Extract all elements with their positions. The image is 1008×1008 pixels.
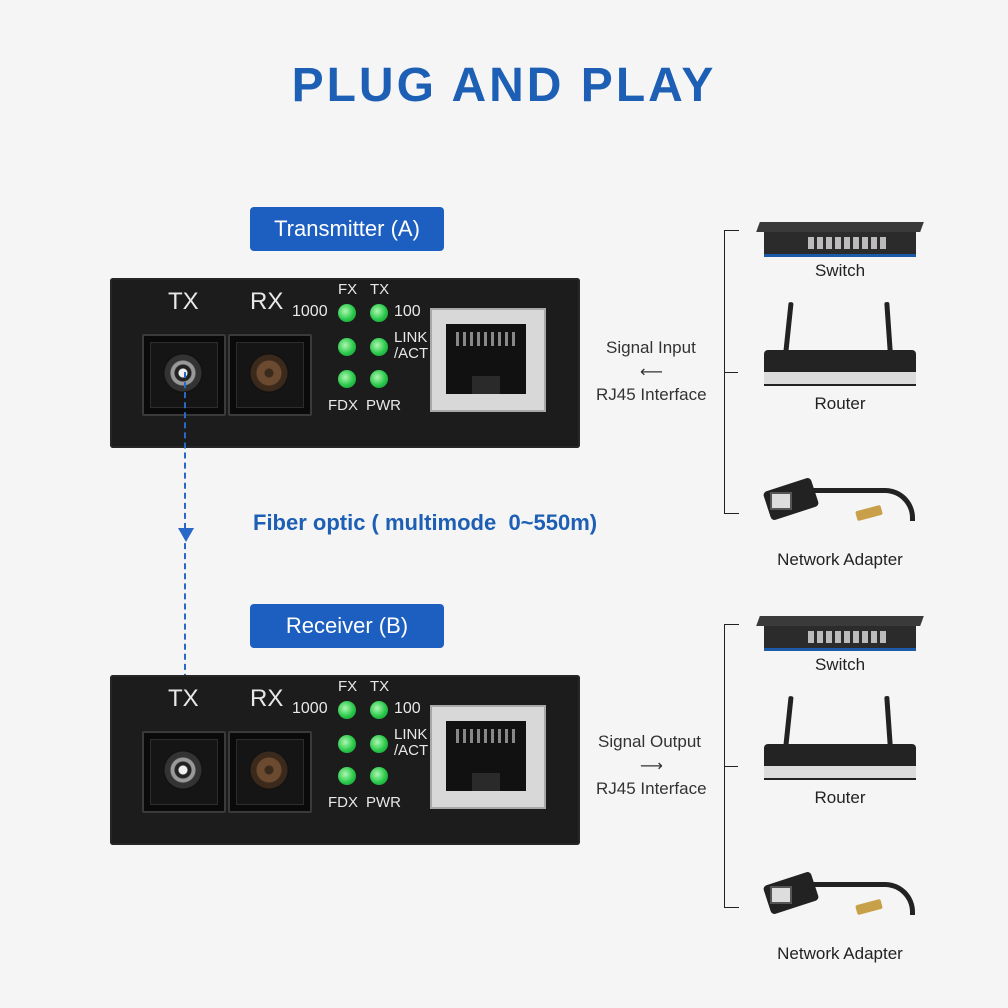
network-adapter-icon [762,864,916,928]
tx-port-label: TX [168,288,199,315]
led-label-1000: 1000 [292,700,328,717]
led-pwr [370,767,388,785]
sc-tx-port-icon [142,731,226,813]
led-label-fx: FX [338,281,358,298]
router-icon [764,695,916,780]
led-label-tx: TX [370,281,390,298]
led-label-link: LINK [394,329,428,346]
device-label-network-adapter: Network Adapter [777,944,903,963]
led-fdx [338,767,356,785]
led-100 [370,304,388,322]
rx-port-label: RX [250,685,284,712]
led-link-fx [338,338,356,356]
led-link-fx [338,735,356,753]
transmitter-device: TX RX FX TX 1000 100 LINK /ACT FDX PWR [110,278,580,448]
led-label-pwr: PWR [366,794,401,811]
led-label-100: 100 [394,700,421,717]
led-fdx [338,370,356,388]
switch-icon [756,222,924,257]
sc-rx-port-icon [228,731,312,813]
receiver-badge: Receiver (B) [250,604,444,648]
tx-port-label: TX [168,685,199,712]
signal-output-label: Signal Output [598,732,702,751]
led-label-fdx: FDX [328,794,358,811]
led-label-act: /ACT [394,742,429,759]
receiver-device: TX RX FX TX 1000 100 LINK /ACT FDX PWR [110,675,580,845]
rj45-port-icon [430,705,546,809]
device-label-network-adapter: Network Adapter [777,550,903,569]
bracket-bottom-mid [724,766,738,767]
led-label-tx: TX [370,678,390,695]
led-pwr [370,370,388,388]
led-label-fx: FX [338,678,358,695]
device-label-router: Router [814,394,866,413]
signal-input-arrow-icon: ⟵ [640,364,663,381]
led-1000 [338,701,356,719]
led-link-act [370,338,388,356]
signal-output-arrow-icon: ⟶ [640,758,663,775]
led-link-act [370,735,388,753]
signal-input-label: Signal Input [606,338,696,357]
switch-icon [756,616,924,651]
fiber-arrow-down-icon [178,528,194,542]
rj45-port-icon [430,308,546,412]
page-title: PLUG AND PLAY [291,59,717,112]
router-icon [764,301,916,386]
led-label-100: 100 [394,303,421,320]
transmitter-badge: Transmitter (A) [250,207,444,251]
led-label-pwr: PWR [366,397,401,414]
device-label-router: Router [814,788,866,807]
sc-rx-port-icon [228,334,312,416]
rj45-interface-label: RJ45 Interface [596,385,707,404]
led-label-fdx: FDX [328,397,358,414]
led-label-act: /ACT [394,345,429,362]
led-100 [370,701,388,719]
device-label-switch: Switch [814,655,866,674]
rj45-interface-label: RJ45 Interface [596,779,707,798]
led-label-1000: 1000 [292,303,328,320]
led-label-link: LINK [394,726,428,743]
bracket-top-mid [724,372,738,373]
led-1000 [338,304,356,322]
rx-port-label: RX [250,288,284,315]
device-label-switch: Switch [814,261,866,280]
network-adapter-icon [762,470,916,534]
fiber-optic-label: Fiber optic ( multimode 0~550m) [253,510,598,535]
